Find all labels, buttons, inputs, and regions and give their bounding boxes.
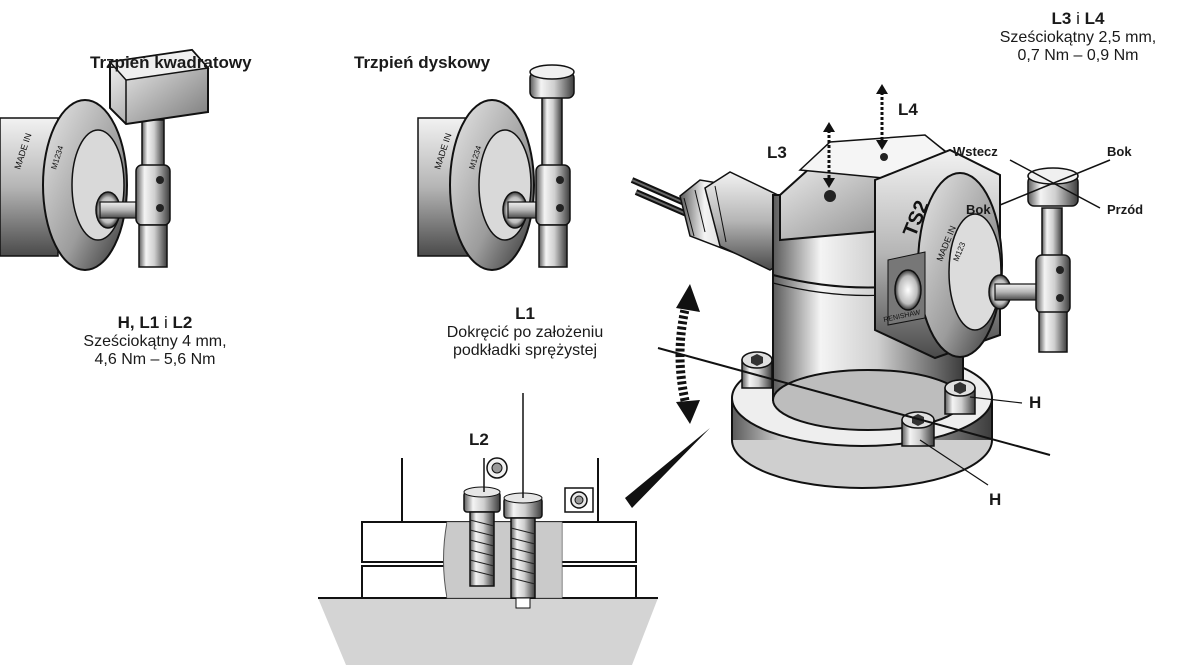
l1-note-line2: podkładki sprężystej xyxy=(452,342,598,359)
callout-l2: L2 xyxy=(469,430,489,449)
h-screw-right xyxy=(944,379,976,415)
label-l4: L4 xyxy=(1084,9,1105,28)
l1-note: L1 Dokręcić po założeniu podkładki spręż… xyxy=(395,304,655,360)
label-l3: L3 xyxy=(1051,9,1072,28)
label-l2: L2 xyxy=(172,313,193,332)
label-l1: L1 xyxy=(139,313,160,332)
l4-arrow xyxy=(876,84,888,150)
square-stylus-title: Trzpień kwadratowy xyxy=(90,53,252,72)
conj-i: i xyxy=(163,313,168,332)
direction-cross xyxy=(999,159,1111,209)
callout-l4: L4 xyxy=(898,100,918,119)
screws-l3-l4-heading: L3 i L4 xyxy=(1052,9,1105,29)
callout-h-bottom: H xyxy=(989,490,1002,509)
square-stylus-module-drawing: MADE IN M1234 xyxy=(0,48,210,271)
h-screw-left xyxy=(741,351,773,389)
h-bottom-leader xyxy=(919,439,989,486)
screws-h-l1-l2-spec-line1: Sześciokątny 4 mm, xyxy=(83,333,227,350)
screws-l3-l4-spec: L3 i L4 Sześciokątny 2,5 mm, 0,7 Nm – 0,… xyxy=(960,9,1196,65)
rotation-arrow xyxy=(675,284,700,424)
h-right-leader xyxy=(969,396,1023,404)
disc-stylus-title: Trzpień dyskowy xyxy=(354,53,491,72)
label-h: H, xyxy=(117,313,135,332)
direction-side-right: Bok xyxy=(1107,144,1132,159)
detail-pointer-wedge xyxy=(625,428,710,508)
screws-l3-l4-spec-line1: Sześciokątny 2,5 mm, xyxy=(999,29,1157,46)
h-screw-front xyxy=(901,411,935,447)
screws-l3-l4-spec-line2: 0,7 Nm – 0,9 Nm xyxy=(1017,47,1139,64)
callout-h-right: H xyxy=(1029,393,1042,412)
callout-l3: L3 xyxy=(767,143,787,162)
screws-h-l1-l2-spec: H, L1 i L2 Sześciokątny 4 mm, 4,6 Nm – 5… xyxy=(40,313,270,369)
screws-h-l1-l2-spec-line2: 4,6 Nm – 5,6 Nm xyxy=(94,351,216,368)
direction-side-left: Bok xyxy=(966,202,991,217)
l1-note-label: L1 xyxy=(515,304,535,323)
mounting-detail-drawing xyxy=(318,393,658,665)
l1-note-line1: Dokręcić po założeniu xyxy=(446,324,604,341)
l3-arrow xyxy=(823,122,835,188)
direction-back: Wstecz xyxy=(953,144,998,159)
disc-stylus-module-drawing: MADE IN M1234 xyxy=(417,64,575,271)
ts2-probe-drawing: TS2 MADE IN M123 RENISHAW xyxy=(630,134,1079,489)
screws-h-l1-l2-heading: H, L1 i L2 xyxy=(118,313,193,333)
direction-front: Przód xyxy=(1107,202,1144,217)
conj-i-2: i xyxy=(1076,9,1080,28)
